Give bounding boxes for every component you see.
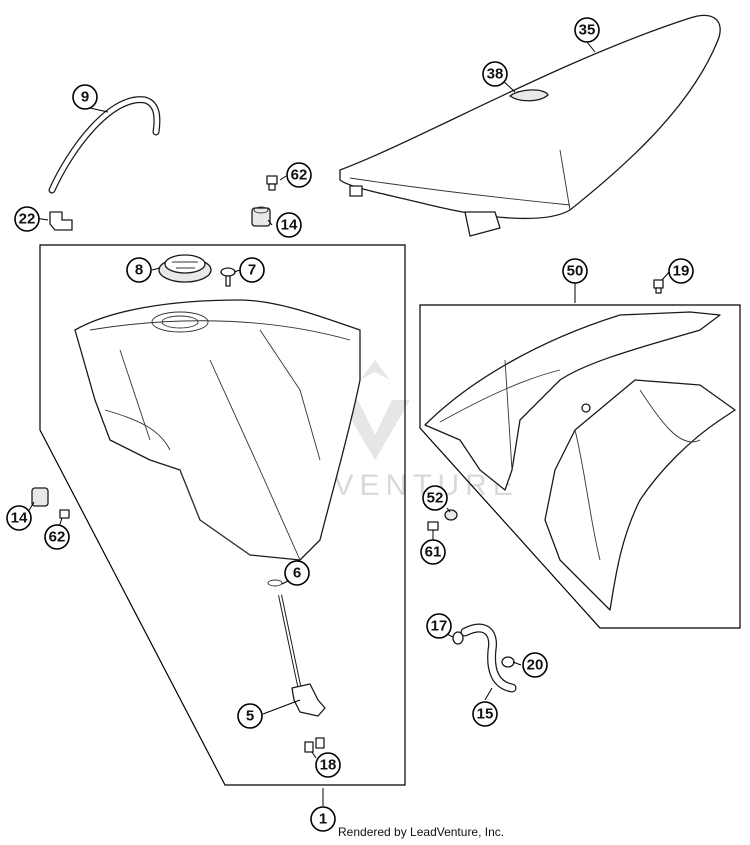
callout-19: 19	[668, 258, 694, 284]
screw-7	[220, 267, 236, 287]
callout-50: 50	[562, 258, 588, 284]
callout-7: 7	[239, 257, 265, 283]
callout-14-left-label: 14	[11, 510, 28, 527]
washer-52	[444, 509, 458, 521]
spacer-left	[31, 487, 49, 507]
bolt-19	[653, 279, 664, 294]
callout-52-label: 52	[427, 490, 444, 507]
screw-61	[427, 521, 439, 531]
callout-9: 9	[72, 84, 98, 110]
fuel-tank	[74, 299, 361, 561]
callout-20-label: 20	[527, 657, 544, 674]
callout-14-top-label: 14	[281, 217, 298, 234]
radiator-shroud-left	[424, 311, 721, 491]
radiator-shroud-right	[544, 379, 736, 611]
callout-50-label: 50	[567, 263, 584, 280]
callout-8: 8	[126, 257, 152, 283]
fuel-cap	[158, 254, 212, 283]
callout-1-label: 1	[319, 811, 327, 828]
callout-5: 5	[237, 703, 263, 729]
bolt-top	[266, 175, 278, 191]
callout-15: 15	[472, 701, 498, 727]
callout-61: 61	[420, 539, 446, 565]
seat	[339, 14, 721, 237]
elbow-fitting	[49, 211, 73, 231]
callout-6-label: 6	[293, 565, 301, 582]
footer-credit: Rendered by LeadVenture, Inc.	[338, 825, 504, 839]
callout-18: 18	[315, 752, 341, 778]
callout-52: 52	[422, 485, 448, 511]
callout-38-label: 38	[487, 66, 504, 83]
bolt-left	[59, 509, 70, 519]
callout-18-label: 18	[320, 757, 337, 774]
callout-62-top-label: 62	[291, 167, 308, 184]
callout-35-label: 35	[579, 22, 596, 39]
fuel-tank-assembly-frame	[39, 244, 406, 786]
callout-62-left-label: 62	[49, 529, 66, 546]
callout-17: 17	[426, 613, 452, 639]
callout-62-left: 62	[44, 524, 70, 550]
callout-35: 35	[574, 17, 600, 43]
callout-5-label: 5	[246, 708, 254, 725]
callout-38: 38	[482, 61, 508, 87]
callout-17-label: 17	[431, 618, 448, 635]
callout-19-label: 19	[673, 263, 690, 280]
clamp-17	[452, 631, 464, 645]
clamp-20	[501, 656, 515, 668]
callout-61-label: 61	[425, 544, 442, 561]
vent-hose	[48, 96, 161, 194]
spacer-top	[251, 206, 271, 227]
callout-7-label: 7	[248, 262, 256, 279]
callout-9-label: 9	[81, 89, 89, 106]
callout-62-top: 62	[286, 162, 312, 188]
callout-22-label: 22	[19, 211, 36, 228]
callout-22: 22	[14, 206, 40, 232]
callout-6: 6	[284, 560, 310, 586]
hose-15	[460, 623, 517, 693]
callout-1: 1	[310, 806, 336, 832]
callout-14-left: 14	[6, 505, 32, 531]
fuel-tap	[267, 579, 326, 753]
callout-14-top: 14	[276, 212, 302, 238]
callout-20: 20	[522, 652, 548, 678]
shroud-assembly-frame	[419, 304, 741, 629]
callout-8-label: 8	[135, 262, 143, 279]
callout-15-label: 15	[477, 706, 494, 723]
